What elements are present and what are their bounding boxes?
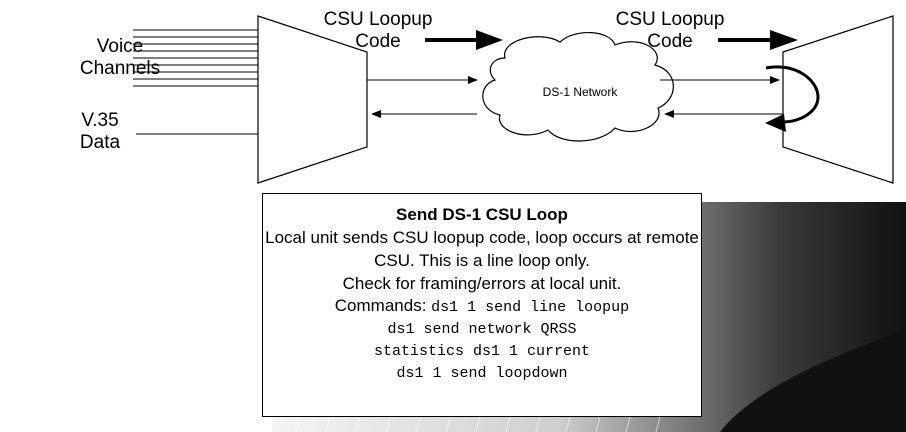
v35-label-line-2: Data bbox=[79, 132, 121, 153]
ds1-network-cloud bbox=[482, 31, 674, 142]
remote-csu-shape bbox=[782, 15, 894, 184]
csu-left-line-1: CSU Loopup bbox=[323, 9, 433, 30]
csu-left-line-2: Code bbox=[355, 31, 401, 52]
info-title: Send DS-1 CSU Loop bbox=[396, 205, 568, 224]
csu-loopup-code-label-left: CSU Loopup Code bbox=[298, 9, 458, 53]
flow-arrows bbox=[367, 76, 783, 118]
command-3: statistics ds1 1 current bbox=[373, 343, 591, 360]
command-4: ds1 1 send loopdown bbox=[396, 365, 568, 382]
csu-right-line-1: CSU Loopup bbox=[615, 9, 725, 30]
info-line-3: Check for framing/errors at local unit. bbox=[342, 274, 622, 293]
info-box: Send DS-1 CSU Loop Local unit sends CSU … bbox=[262, 193, 702, 417]
csu-code-arrows bbox=[425, 30, 798, 50]
csu-loopup-code-label-right: CSU Loopup Code bbox=[590, 9, 750, 53]
voice-label-line-2: Channels bbox=[79, 58, 161, 79]
voice-channels-label: Voice Channels bbox=[70, 36, 170, 80]
voice-channel-lines bbox=[133, 29, 258, 87]
csu-right-line-2: Code bbox=[647, 31, 693, 52]
ds1-network-label: DS-1 Network bbox=[542, 85, 618, 99]
command-2: ds1 send network QRSS bbox=[387, 321, 577, 338]
local-unit-shape bbox=[257, 15, 368, 184]
v35-data-label: V.35 Data bbox=[50, 110, 150, 154]
v35-label-line-1: V.35 bbox=[81, 110, 119, 131]
command-1: ds1 1 send line loopup bbox=[431, 299, 630, 316]
commands-label: Commands: bbox=[334, 296, 427, 315]
info-line-2: CSU. This is a line loop only. bbox=[374, 251, 590, 270]
voice-label-line-1: Voice bbox=[96, 36, 144, 57]
loopback-arc bbox=[765, 65, 820, 132]
commands-row: Commands: ds1 1 send line loopup bbox=[263, 295, 701, 319]
info-line-1: Local unit sends CSU loopup code, loop o… bbox=[265, 228, 699, 247]
